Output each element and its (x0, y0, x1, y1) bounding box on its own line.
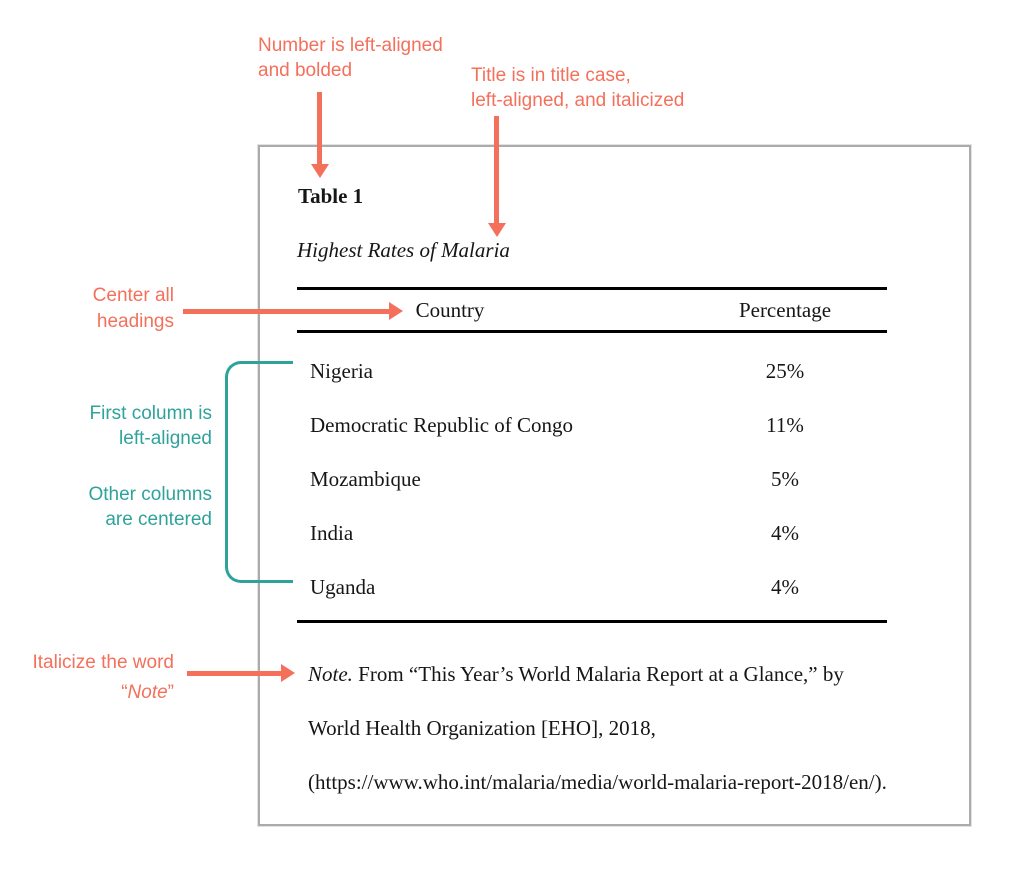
table-note-line-1: Note. From “This Year’s World Malaria Re… (308, 661, 948, 687)
annotation-line: left-aligned, and italicized (471, 90, 685, 111)
cell-country: Democratic Republic of Congo (310, 413, 574, 437)
arrow-to-note (187, 671, 282, 676)
annotation-line: Center all (92, 285, 174, 306)
annotation-line: Italicize the word (32, 652, 174, 673)
table-rule-bottom (297, 620, 887, 623)
cell-percentage: 25% (765, 359, 805, 383)
annotation-line: Other columns (88, 484, 212, 505)
table-title: Highest Rates of Malaria (297, 238, 510, 262)
annotation-line: Number is left-aligned (258, 35, 443, 56)
table-row: Democratic Republic of Congo 11% (297, 398, 887, 452)
column-header-percentage: Percentage (738, 298, 832, 322)
apa-table: Country Percentage Nigeria 25% Democrati… (297, 287, 887, 623)
cell-percentage: 4% (771, 521, 799, 545)
arrowhead-down-icon (488, 223, 506, 237)
annotation-other-columns: Other columns are centered (88, 482, 212, 532)
note-label: Note. (308, 662, 353, 686)
annotation-line: “Note” (32, 678, 174, 708)
table-row: Nigeria 25% (297, 344, 887, 398)
table-row: India 4% (297, 506, 887, 560)
note-word: Note (127, 682, 168, 703)
annotation-italicize-note: Italicize the word “Note” (32, 648, 174, 708)
annotation-title-italicized: Title is in title case, left-aligned, an… (471, 63, 684, 113)
document-page (258, 145, 971, 826)
table-body: Nigeria 25% Democratic Republic of Congo… (297, 333, 887, 620)
arrow-to-table-title (494, 116, 499, 224)
table-row: Mozambique 5% (297, 452, 887, 506)
cell-country: Nigeria (310, 359, 373, 383)
table-note-line-2: World Health Organization [EHO], 2018, (308, 716, 656, 740)
open-quote: “ (121, 682, 128, 703)
annotation-line: First column is (89, 403, 212, 424)
cell-percentage: 5% (771, 467, 799, 491)
annotation-line: left-aligned (119, 428, 212, 449)
note-text: From “This Year’s World Malaria Report a… (352, 662, 844, 686)
cell-percentage: 4% (771, 575, 799, 599)
cell-country: India (310, 521, 354, 545)
annotation-line: are centered (105, 509, 212, 530)
annotation-first-column: First column is left-aligned (90, 401, 212, 451)
cell-country: Mozambique (310, 467, 421, 491)
arrowhead-right-icon (389, 302, 403, 320)
arrow-to-country-header (183, 309, 390, 314)
annotation-number-bolded: Number is left-aligned and bolded (258, 33, 443, 83)
table-header-row: Country Percentage (297, 290, 887, 330)
table-row: Uganda 4% (297, 560, 887, 614)
table-note-line-3: (https://www.who.int/malaria/media/world… (308, 770, 887, 794)
annotation-line: and bolded (258, 60, 353, 81)
cell-country: Uganda (310, 575, 376, 599)
arrowhead-down-icon (311, 164, 329, 178)
annotation-line: headings (96, 311, 174, 332)
table-rule-top (297, 287, 887, 290)
column-header-country: Country (415, 298, 485, 322)
arrowhead-right-icon (281, 664, 295, 682)
annotation-line: Title is in title case, (471, 65, 631, 86)
arrow-to-table-number (317, 92, 322, 165)
column-rows-bracket (225, 361, 293, 583)
annotation-center-headings: Center all headings (93, 283, 174, 335)
close-quote: ” (167, 682, 174, 703)
table-number: Table 1 (298, 184, 364, 208)
table-rule-header (297, 330, 887, 333)
cell-percentage: 11% (766, 413, 804, 437)
